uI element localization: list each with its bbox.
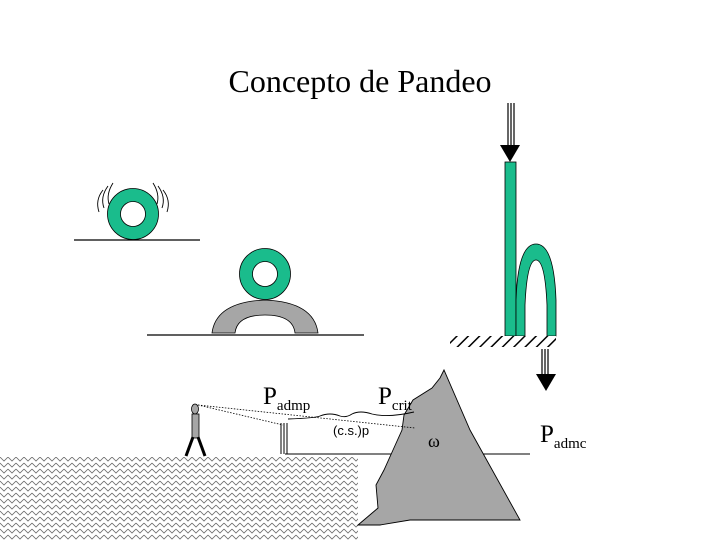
ground-block <box>0 457 358 540</box>
sight-line <box>197 404 416 429</box>
teal-ring-on-arch <box>239 248 291 300</box>
gray-arch <box>211 299 319 334</box>
buckled-column <box>515 243 557 337</box>
person-figure <box>184 403 207 457</box>
buckling-column <box>450 103 557 391</box>
ring-on-flat-surface <box>74 182 200 241</box>
label-p-admc: Padmc <box>540 421 587 452</box>
sight-line-lower <box>197 404 284 426</box>
label-p-admp: Padmp <box>263 383 310 414</box>
post-marker <box>280 423 288 454</box>
straight-column <box>504 161 517 337</box>
safety-factor-brace <box>287 411 415 420</box>
load-arrow-bottom <box>536 349 556 391</box>
cliff-scene <box>0 368 530 540</box>
vibration-marks-right <box>152 182 169 213</box>
teal-ring <box>107 188 159 240</box>
gray-cliff <box>356 368 521 526</box>
ring-on-arch <box>147 248 364 336</box>
label-p-crit: Pcrit <box>378 383 413 414</box>
fixed-support-hatch <box>450 336 556 347</box>
label-cs-p: (c.s.)p <box>333 423 369 438</box>
load-arrow-top <box>500 103 520 162</box>
vibration-marks-left <box>97 182 114 213</box>
diagram-title: Concepto de Pandeo <box>228 63 491 99</box>
label-omega: ω <box>428 431 440 451</box>
